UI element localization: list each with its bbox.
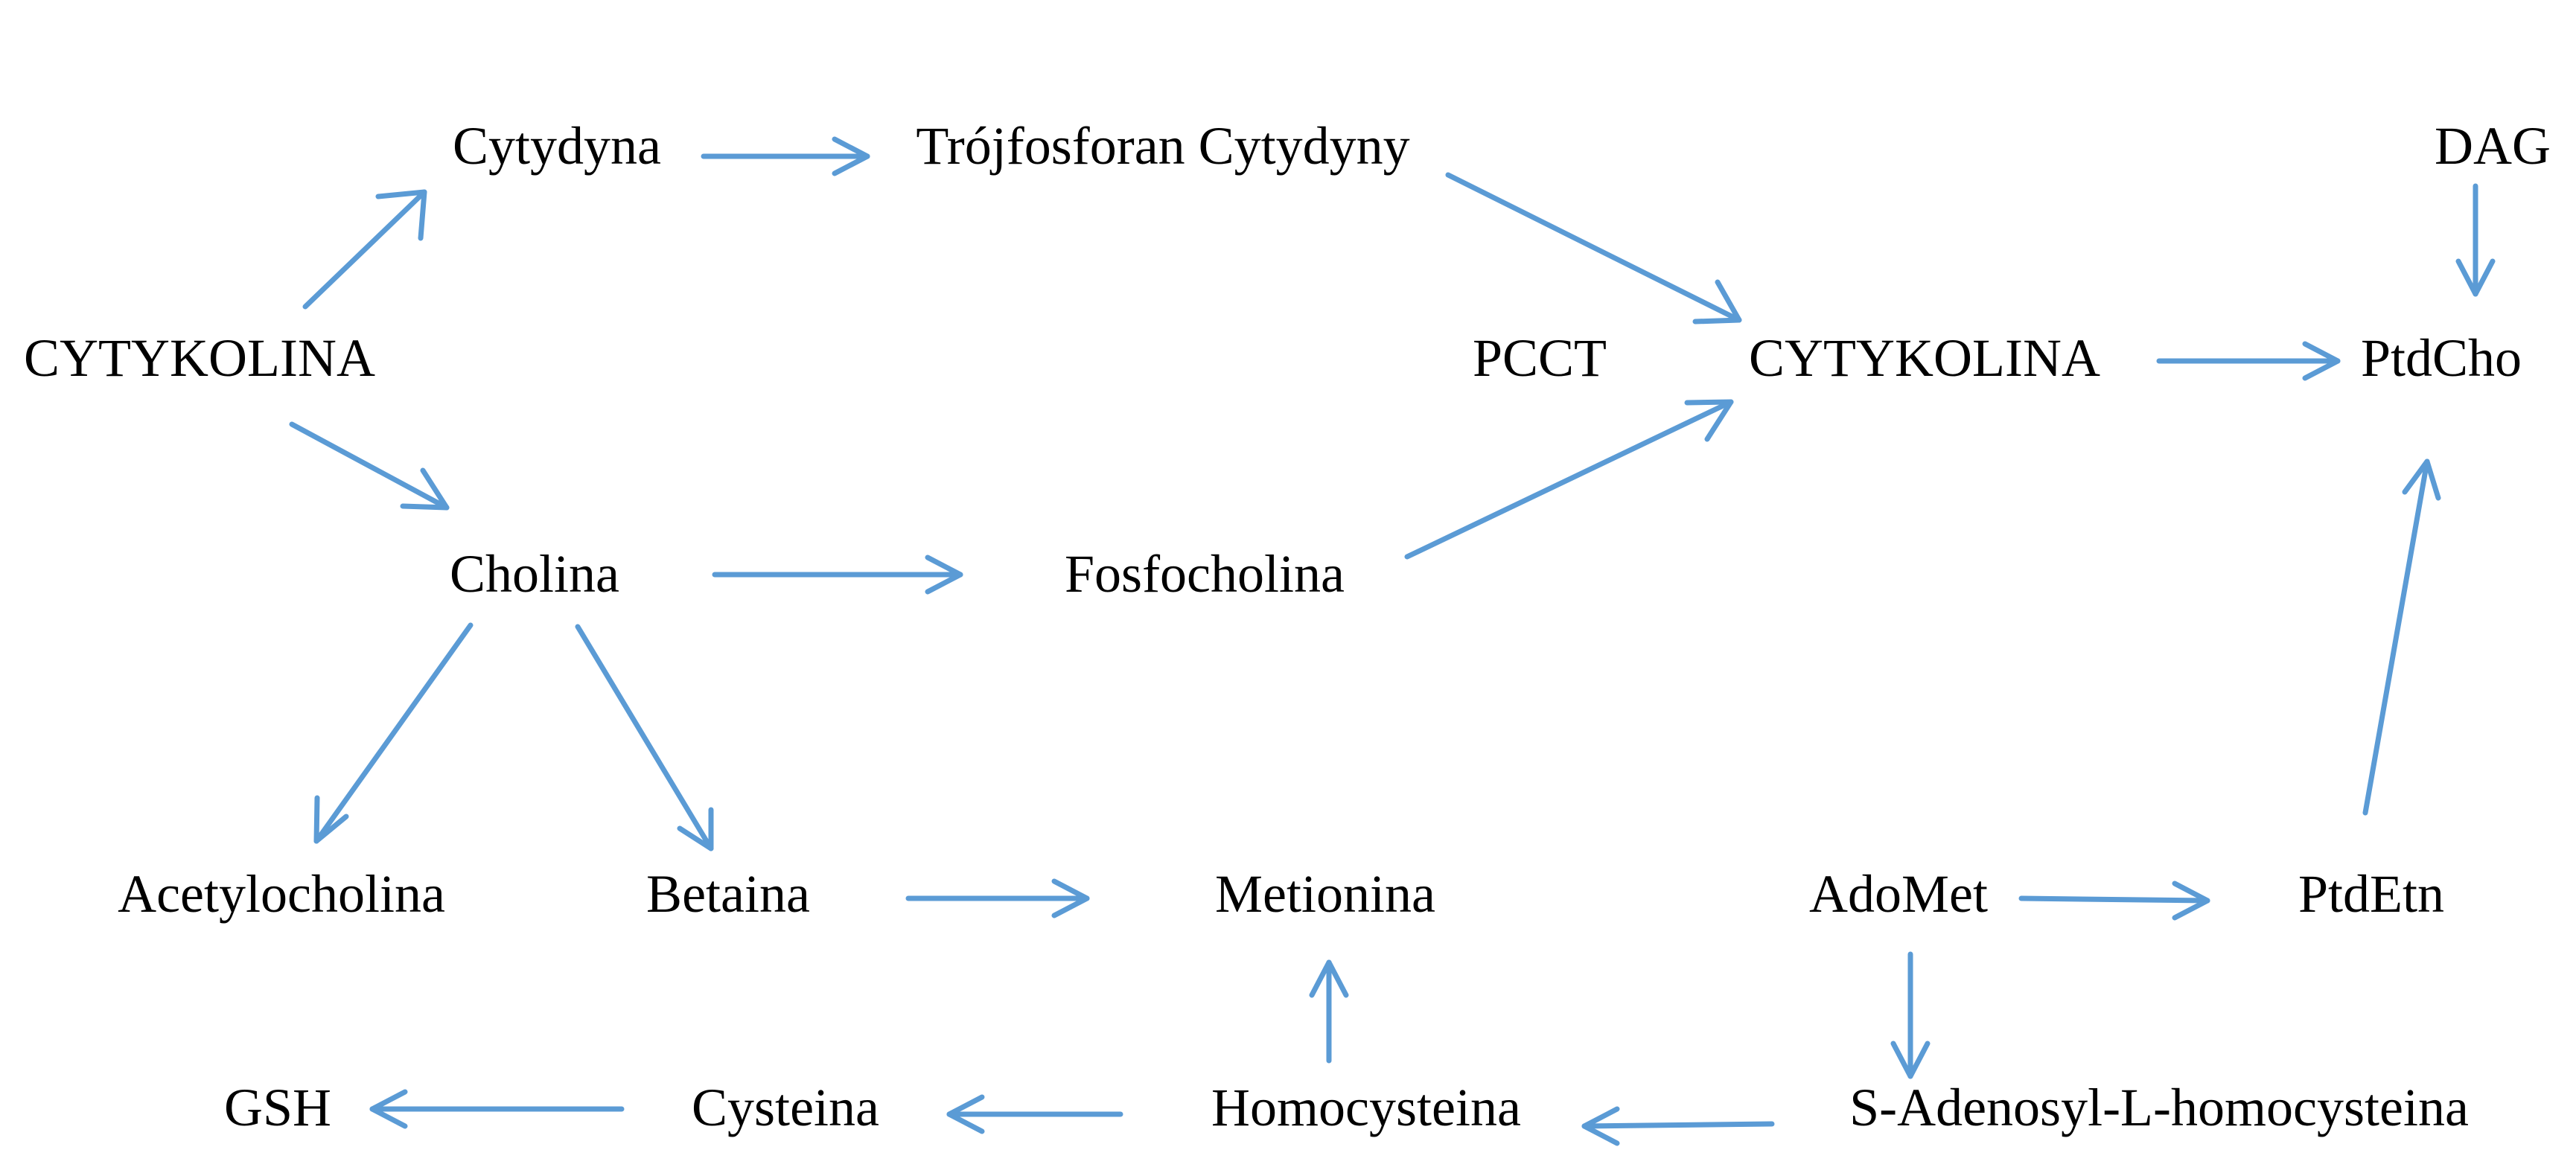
edge-adomet-to-sah: [1890, 951, 1931, 1079]
edge-cytykolina-to-cytydyna: [302, 189, 427, 310]
edge-cholina-to-acetylocholina: [313, 622, 474, 844]
node-adomet: AdoMet: [1809, 864, 1988, 924]
node-cysteina: Cysteina: [692, 1078, 879, 1137]
node-trojfosforan-cytydyny: Trójfosforan Cytydyny: [916, 116, 1409, 176]
node-homocysteina: Homocysteina: [1211, 1078, 1521, 1137]
edge-homocysteina-to-cysteina: [946, 1094, 1123, 1134]
edge-fosfocholina-to-cytykolina: [1404, 399, 1734, 560]
node-acetylocholina: Acetylocholina: [118, 864, 445, 924]
node-fosfocholina: Fosfocholina: [1065, 544, 1345, 604]
edge-cytykolina-to-cholina: [289, 421, 450, 511]
edge-adomet-to-ptdetn: [2018, 881, 2210, 921]
node-pcct: PCCT: [1473, 328, 1607, 388]
node-cytykolina-center: CYTYKOLINA: [1749, 328, 2100, 388]
node-s-adenosyl-l-homocysteina: S-Adenosyl-L-homocysteina: [1849, 1078, 2469, 1137]
edge-cytykolina-to-ptdcho: [2156, 341, 2341, 381]
node-dag: DAG: [2435, 116, 2551, 176]
edge-homocysteina-to-metionina: [1309, 959, 1349, 1064]
node-ptdetn: PtdEtn: [2298, 864, 2444, 924]
edge-cysteina-to-gsh: [369, 1089, 625, 1129]
nodes: CYTYKOLINA Cytydyna Trójfosforan Cytydyn…: [24, 116, 2551, 1137]
node-cholina: Cholina: [450, 544, 619, 604]
node-ptdcho: PtdCho: [2361, 328, 2522, 388]
edge-cholina-to-fosfocholina: [712, 555, 963, 595]
edge-trojfosforan-to-cytykolina: [1445, 172, 1742, 325]
node-cytykolina-source: CYTYKOLINA: [24, 328, 375, 388]
edge-ptdetn-to-ptdcho: [2362, 458, 2441, 816]
edges: [289, 136, 2496, 1146]
node-metionina: Metionina: [1215, 864, 1435, 924]
node-cytydyna: Cytydyna: [453, 116, 661, 176]
edge-betaina-to-metionina: [905, 878, 1090, 918]
edge-cytydyna-to-trojfosforan: [701, 136, 870, 176]
node-gsh: GSH: [224, 1078, 331, 1137]
edge-sah-to-homocysteina: [1581, 1106, 1775, 1146]
node-betaina: Betaina: [646, 864, 810, 924]
edge-dag-to-ptdcho: [2455, 183, 2496, 297]
edge-cholina-to-betaina: [575, 624, 714, 851]
